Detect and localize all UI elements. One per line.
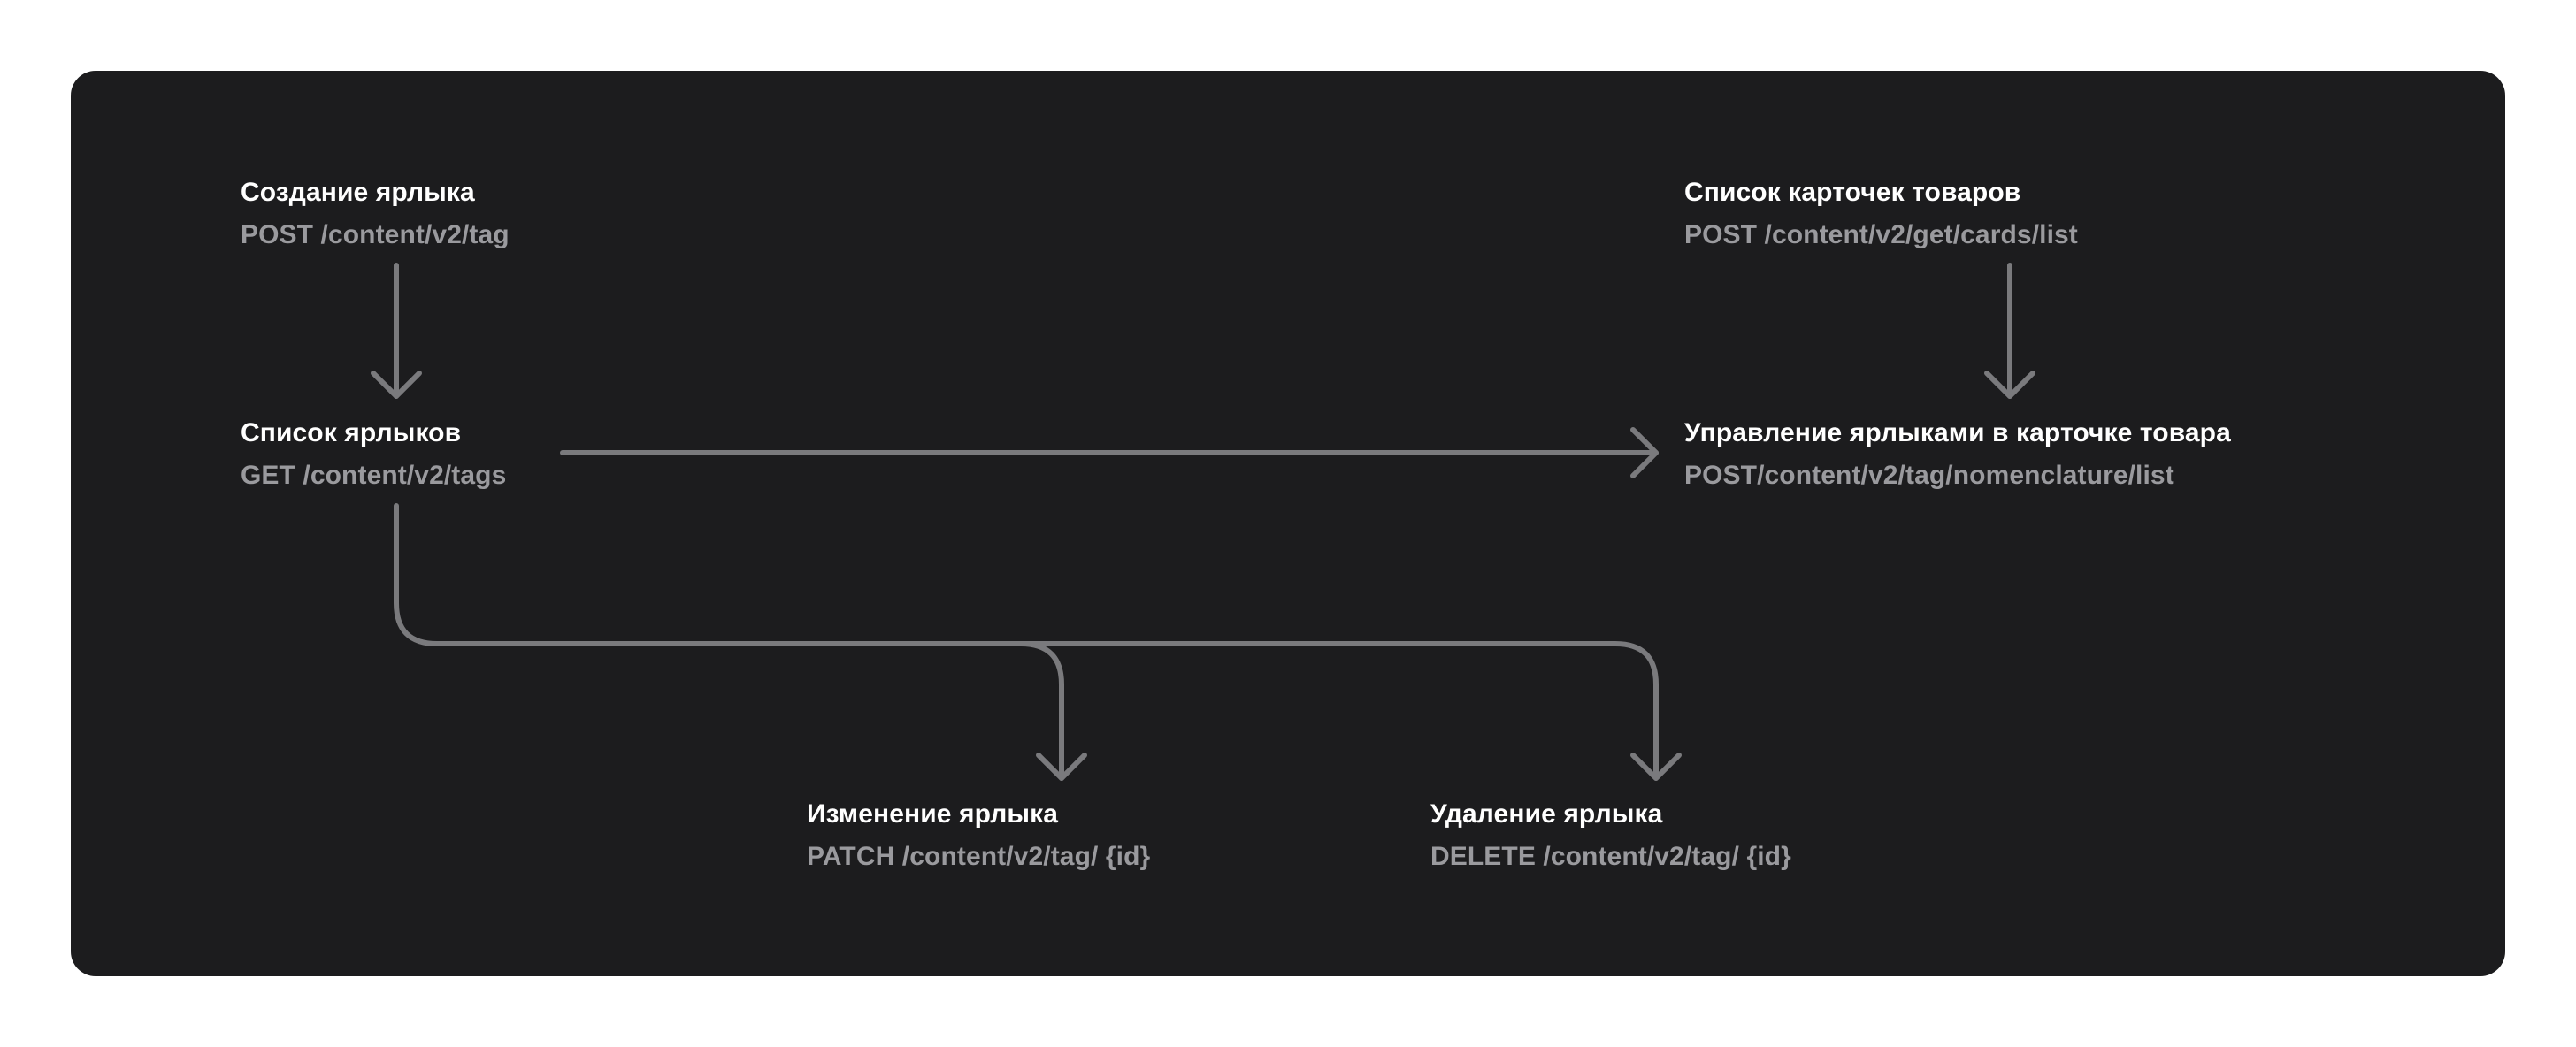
node-endpoint: POST /content/v2/tag — [241, 220, 510, 249]
node-endpoint: POST/content/v2/tag/nomenclature/list — [1684, 461, 2174, 490]
node-endpoint: DELETE /content/v2/tag/ {id} — [1430, 842, 1791, 871]
node-title: Создание ярлыка — [241, 178, 475, 207]
node-endpoint: PATCH /content/v2/tag/ {id} — [807, 842, 1151, 871]
node-manage-tags-in-card: Управление ярлыками в карточке товара PO… — [1684, 416, 2231, 493]
edge-list-to-delete — [1018, 641, 1659, 781]
node-title: Список ярлыков — [241, 418, 462, 447]
node-title: Удаление ярлыка — [1430, 799, 1663, 829]
edge-list-trunk — [394, 503, 1064, 781]
node-endpoint: GET /content/v2/tags — [241, 461, 507, 490]
node-delete-tag: Удаление ярлыка DELETE /content/v2/tag/ … — [1430, 797, 1791, 875]
node-endpoint: POST /content/v2/get/cards/list — [1684, 220, 2078, 249]
node-tag-list: Список ярлыков GET /content/v2/tags — [241, 416, 506, 493]
diagram-panel — [71, 71, 2505, 976]
node-title: Управление ярлыками в карточке товара — [1684, 418, 2231, 447]
node-edit-tag: Изменение ярлыка PATCH /content/v2/tag/ … — [807, 797, 1150, 875]
node-title: Изменение ярлыка — [807, 799, 1059, 829]
edge-cards-to-manage-arrowhead — [1984, 371, 2036, 399]
edge-list-to-edit-arrowhead — [1036, 753, 1087, 781]
edge-create-to-list-arrowhead — [371, 371, 422, 399]
node-create-tag: Создание ярлыка POST /content/v2/tag — [241, 175, 510, 253]
node-cards-list: Список карточек товаров POST /content/v2… — [1684, 175, 2078, 253]
edge-list-to-delete-arrowhead — [1630, 753, 1682, 781]
node-title: Список карточек товаров — [1684, 178, 2021, 207]
edge-list-to-manage-arrowhead — [1630, 427, 1659, 478]
